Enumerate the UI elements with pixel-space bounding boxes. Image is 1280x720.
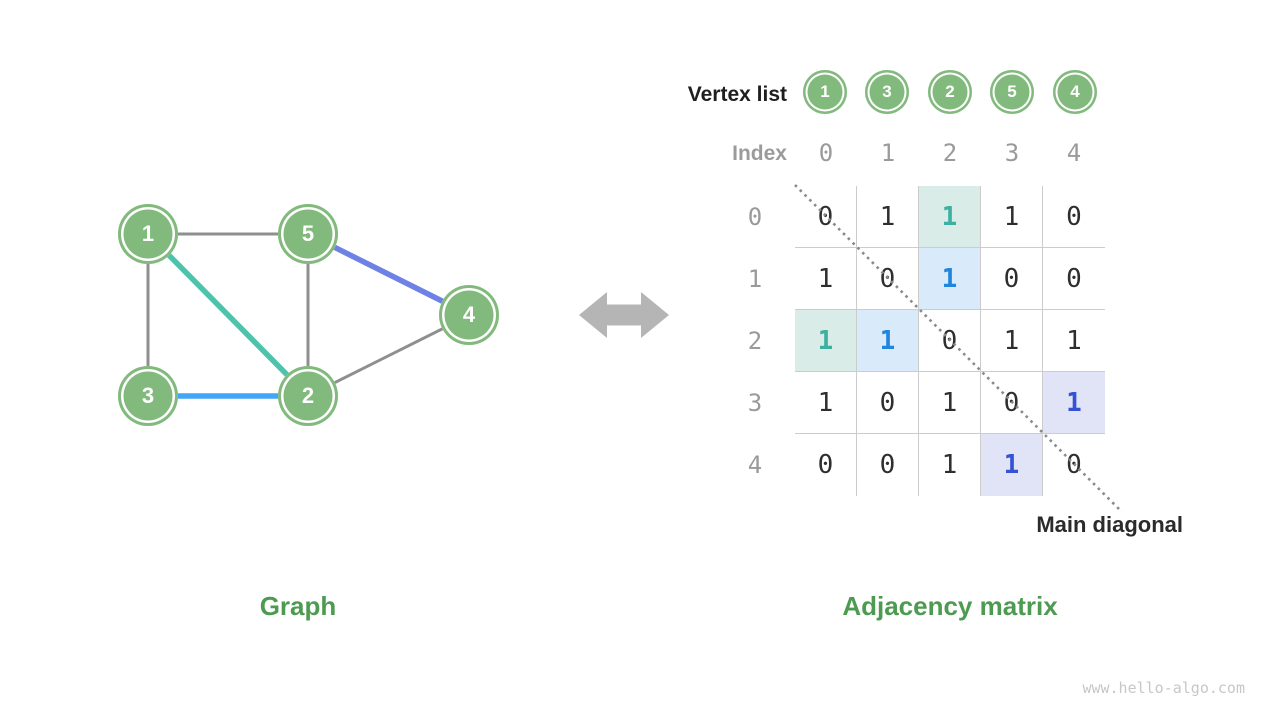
matrix-cell: 1 bbox=[1043, 310, 1105, 372]
matrix-row-labels: 0 1 2 3 4 bbox=[733, 186, 777, 496]
main-diagonal-label: Main diagonal bbox=[1036, 512, 1183, 537]
graph-node-label: 4 bbox=[462, 302, 476, 327]
graph-caption: Graph bbox=[259, 591, 337, 621]
graph-node-label: 1 bbox=[141, 221, 155, 246]
vertex-circle-label: 2 bbox=[945, 82, 955, 101]
vertex-list-label: Vertex list bbox=[687, 83, 787, 106]
adjacency-matrix-caption: Adjacency matrix bbox=[842, 591, 1058, 621]
edge-1-2-teal bbox=[146, 232, 310, 398]
index-value: 4 bbox=[1066, 139, 1082, 167]
vertex-circle-label: 1 bbox=[820, 82, 830, 101]
matrix-cell-highlight-indigo: 1 bbox=[1043, 372, 1105, 434]
graph-node-5: 5 bbox=[278, 204, 338, 264]
double-arrow-icon bbox=[579, 292, 669, 338]
graph-node-2: 2 bbox=[278, 366, 338, 426]
matrix-cell-highlight-teal: 1 bbox=[795, 310, 857, 372]
matrix-cell: 0 bbox=[1043, 248, 1105, 310]
index-label: Index bbox=[732, 142, 787, 165]
graph-node-label: 2 bbox=[301, 383, 315, 408]
row-index: 4 bbox=[747, 451, 763, 479]
row-index: 0 bbox=[747, 203, 763, 231]
matrix-cell: 0 bbox=[981, 372, 1043, 434]
matrix-cell: 0 bbox=[1043, 186, 1105, 248]
graph-node-4: 4 bbox=[439, 285, 499, 345]
matrix-cell: 0 bbox=[857, 434, 919, 496]
graph-node-label: 5 bbox=[301, 221, 315, 246]
matrix-cell: 0 bbox=[1066, 450, 1082, 480]
graph-node-1: 1 bbox=[118, 204, 178, 264]
index-values-row: 0 1 2 3 4 bbox=[795, 130, 1105, 176]
vertex-circle-0: 1 bbox=[803, 70, 847, 114]
row-index: 3 bbox=[747, 389, 763, 417]
matrix-cell: 0 bbox=[981, 248, 1043, 310]
adjacency-matrix: 0 1 1 1 0 1 0 1 0 0 1 1 0 1 1 1 0 1 0 1 … bbox=[795, 186, 1105, 496]
index-value: 2 bbox=[942, 139, 958, 167]
index-value: 0 bbox=[818, 139, 834, 167]
vertex-circle-1: 3 bbox=[865, 70, 909, 114]
vertex-circle-label: 4 bbox=[1070, 82, 1080, 101]
vertex-circle-label: 3 bbox=[882, 82, 892, 101]
matrix-cell: 1 bbox=[795, 248, 857, 310]
matrix-cell: 0 bbox=[919, 310, 981, 372]
matrix-cell: 0 bbox=[857, 372, 919, 434]
matrix-cell-highlight-blue: 1 bbox=[857, 310, 919, 372]
row-index: 2 bbox=[747, 327, 763, 355]
vertex-circle-label: 5 bbox=[1007, 82, 1017, 101]
matrix-cell: 1 bbox=[919, 372, 981, 434]
graph-node-label: 3 bbox=[141, 383, 155, 408]
row-index: 1 bbox=[747, 265, 763, 293]
graph-node-3: 3 bbox=[118, 366, 178, 426]
matrix-cell: 0 bbox=[795, 186, 857, 248]
matrix-cell: 1 bbox=[919, 434, 981, 496]
vertex-circle-2: 2 bbox=[928, 70, 972, 114]
matrix-cell: 0 bbox=[857, 248, 919, 310]
index-value: 1 bbox=[880, 139, 896, 167]
vertex-circle-3: 5 bbox=[990, 70, 1034, 114]
matrix-cell: 1 bbox=[981, 310, 1043, 372]
matrix-cell: 1 bbox=[857, 186, 919, 248]
matrix-cell: 0 bbox=[795, 434, 857, 496]
matrix-cell-highlight-blue: 1 bbox=[919, 248, 981, 310]
matrix-cell: 1 bbox=[981, 186, 1043, 248]
matrix-cell: 1 bbox=[795, 372, 857, 434]
matrix-cell-highlight-teal: 1 bbox=[919, 186, 981, 248]
matrix-cell-highlight-indigo: 1 bbox=[981, 434, 1043, 496]
vertex-circle-4: 4 bbox=[1053, 70, 1097, 114]
index-value: 3 bbox=[1004, 139, 1020, 167]
watermark: www.hello-algo.com bbox=[1082, 679, 1245, 697]
